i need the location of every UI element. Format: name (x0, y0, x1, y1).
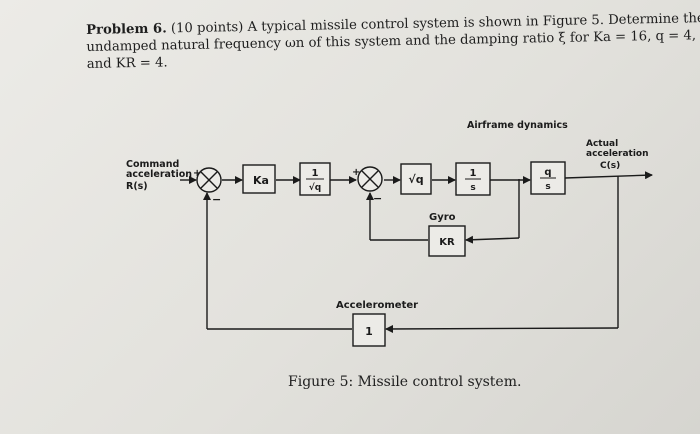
gyro-label: Gyro (429, 212, 456, 223)
sum2-minus-sign: − (373, 192, 382, 205)
block-accelerometer (352, 313, 386, 347)
accelerometer-label: Accelerometer (336, 300, 418, 311)
frac-2-numerator: 1 (470, 168, 477, 179)
block-sqrt-q (400, 163, 432, 195)
airframe-dynamics-label: Airframe dynamics (467, 120, 568, 131)
sum2-plus-sign: + (352, 167, 360, 178)
input-label-rs: R(s) (126, 181, 148, 192)
input-label-acceleration: acceleration (126, 169, 192, 180)
input-label-command: Command (126, 159, 179, 170)
output-label-cs: C(s) (600, 161, 620, 171)
block-gyro (428, 225, 466, 257)
block-inv-sqrt-q (299, 162, 331, 196)
figure-caption: Figure 5: Missile control system. (288, 374, 522, 390)
block-accelerometer-label: 1 (365, 325, 373, 338)
frac-1-numerator: 1 (312, 168, 319, 179)
sum1-minus-sign: − (212, 193, 221, 206)
output-label-acceleration: acceleration (586, 149, 649, 159)
block-gyro-label: KR (439, 237, 455, 248)
block-ka-label: Ka (253, 174, 269, 187)
output-label-actual: Actual (586, 139, 618, 149)
frac-3-denominator: s (545, 182, 550, 192)
summing-junction-2 (357, 166, 383, 192)
frac-2-denominator: s (470, 183, 475, 193)
block-ka (242, 164, 276, 194)
frac-3-numerator: q (544, 167, 551, 178)
frac-1-denominator: √q (309, 182, 321, 193)
block-sqrt-q-label: √q (408, 173, 423, 186)
summing-junction-1 (196, 167, 222, 193)
sum1-plus-sign: + (193, 168, 201, 179)
